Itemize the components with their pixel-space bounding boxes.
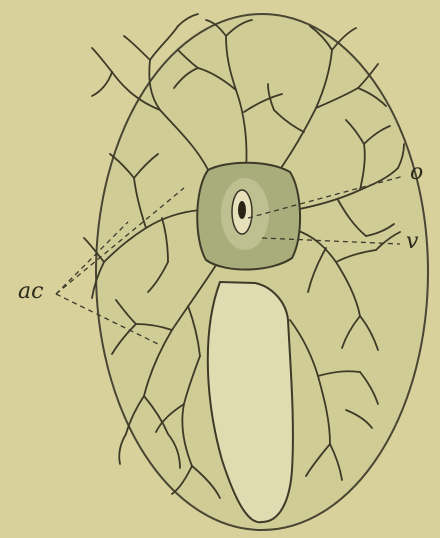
label-v: v (406, 229, 419, 254)
label-ac: ac (18, 279, 43, 304)
embryo-dark-spot (238, 201, 246, 219)
label-o: o (410, 160, 423, 185)
